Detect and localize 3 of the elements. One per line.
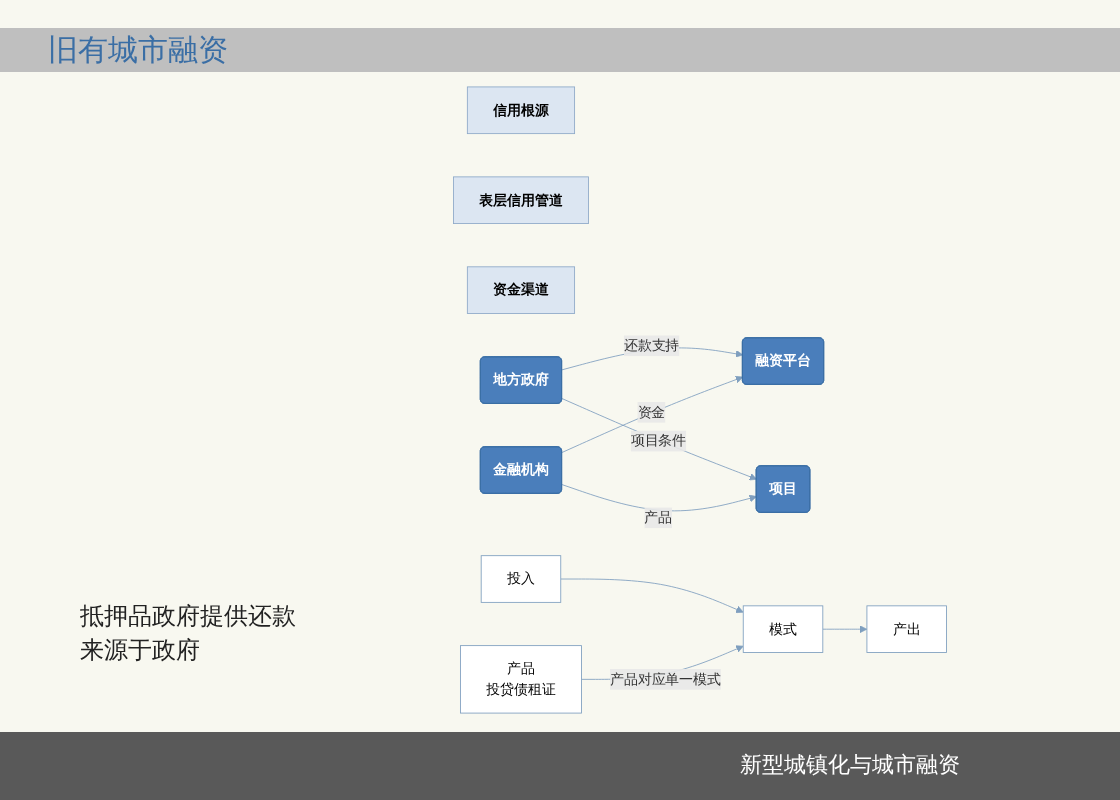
title: 旧有城市融资: [48, 32, 228, 70]
note: 抵押品政府提供还款来源于政府: [80, 600, 298, 668]
footer-text: 新型城镇化与城市融资: [740, 750, 960, 780]
